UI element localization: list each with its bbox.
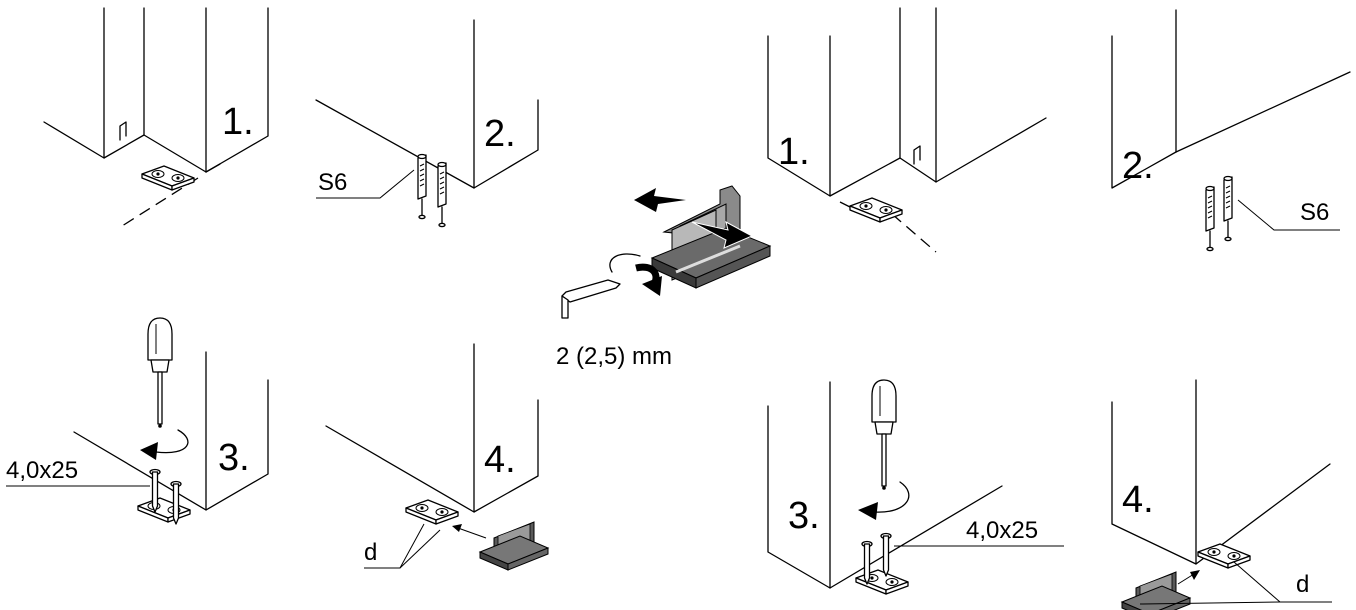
left-step2-label: 2. bbox=[484, 113, 516, 155]
left-step1: 1. bbox=[43, 7, 269, 227]
right-step3-label: 3. bbox=[788, 495, 820, 537]
left-step4-label: 4. bbox=[484, 439, 516, 481]
left-step3-label: 3. bbox=[218, 437, 250, 479]
right-dowel-label: S6 bbox=[1300, 199, 1329, 226]
left-step2: S6 2. bbox=[315, 19, 539, 228]
left-step3: 4,0x25 3. bbox=[6, 317, 269, 525]
right-step4-label: 4. bbox=[1122, 479, 1154, 521]
left-screw-label: 4,0x25 bbox=[6, 457, 78, 484]
wrench-size-label: 2 (2,5) mm bbox=[556, 343, 672, 370]
left-step1-label: 1. bbox=[222, 101, 254, 143]
right-step2: S6 2. bbox=[1111, 9, 1351, 252]
center-hinge-adjust: 2 (2,5) mm bbox=[556, 185, 772, 370]
left-part-label: d bbox=[364, 539, 377, 566]
right-screw-label: 4,0x25 bbox=[966, 517, 1038, 544]
right-step1: 1. bbox=[767, 7, 1047, 253]
right-step3: 4,0x25 3. bbox=[767, 379, 1064, 595]
left-step4: d 4. bbox=[325, 343, 549, 571]
right-step2-label: 2. bbox=[1122, 145, 1154, 187]
right-step1-label: 1. bbox=[778, 131, 810, 173]
right-step4: d 4. bbox=[1111, 379, 1332, 610]
right-part-label: d bbox=[1296, 571, 1309, 598]
left-dowel-label: S6 bbox=[318, 169, 347, 196]
